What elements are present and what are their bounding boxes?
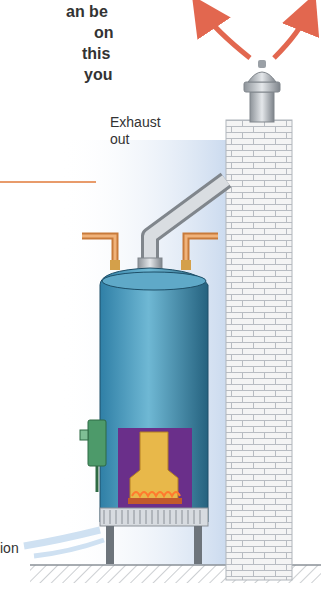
intro-text: this [82, 44, 110, 63]
exhaust-label: Exhaust out [110, 114, 172, 148]
intro-text: an be [66, 2, 108, 21]
intro-text: on [94, 23, 114, 42]
air-label: ion [0, 540, 62, 557]
intro-text: you [84, 65, 112, 84]
